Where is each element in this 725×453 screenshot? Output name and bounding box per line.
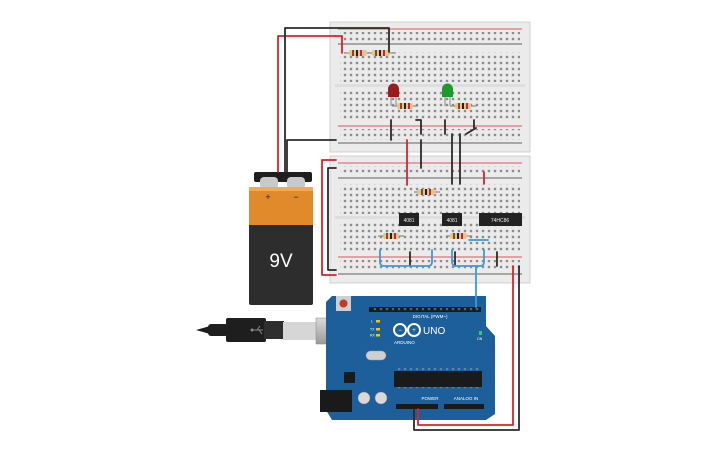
wire-interboard-black-4: [465, 127, 477, 135]
wire-rail-black-left: [327, 167, 337, 271]
reset-button[interactable]: [339, 299, 348, 308]
wire-battery-negative: [284, 27, 390, 173]
wire-blue-signal-3: [451, 249, 485, 267]
breadboard-top: [329, 21, 531, 153]
usb-icon: [250, 325, 263, 335]
chip-2: 4081: [442, 213, 462, 226]
tx-label: TX: [370, 328, 375, 332]
led-red: [388, 83, 399, 106]
wire-battery-positive: [277, 35, 337, 173]
arduino-uno: DIGITAL (PWM~) − + UNO ARDUINO TX RX L O…: [320, 296, 495, 420]
arduino-infinity-icon: − +: [393, 323, 421, 337]
l-label: L: [371, 320, 373, 324]
resistor-4: [450, 103, 476, 109]
wire-battery-negative-2: [286, 139, 337, 173]
rx-label: RX: [370, 334, 376, 338]
battery-minus-label: −: [293, 192, 298, 202]
wire-arduino-5v: [417, 265, 514, 426]
wire-blue-signal-1: [379, 249, 433, 267]
battery: + − 9V: [249, 172, 313, 305]
arduino-brand-label: ARDUINO: [394, 340, 415, 345]
wire-rail-red-left: [321, 159, 337, 276]
digital-header-label: DIGITAL (PWM~): [413, 314, 448, 319]
wire-jumper-3: [415, 119, 422, 135]
wire-arduino-gnd: [413, 265, 520, 431]
chip-2-label: 4081: [446, 218, 457, 224]
resistor-6: [378, 233, 404, 239]
wires: [277, 27, 520, 431]
analog-header-label: ANALOG IN: [454, 396, 479, 401]
wire-jumper-1: [335, 35, 343, 54]
resistor-2: [368, 50, 396, 56]
resistor-7: [446, 233, 472, 239]
chip-1-label: 4081: [403, 218, 414, 224]
power-header-label: POWER: [421, 396, 439, 401]
arduino-model-label: UNO: [423, 326, 445, 337]
svg-text:+: +: [412, 328, 416, 334]
chip-3: 74HC86: [479, 213, 522, 226]
chip-3-label: 74HC86: [491, 218, 510, 224]
led-green: [442, 83, 454, 106]
svg-text:−: −: [398, 328, 402, 334]
on-label: ON: [477, 337, 483, 341]
battery-voltage-label: 9V: [269, 251, 293, 272]
resistor-5: [414, 189, 440, 195]
battery-plus-label: +: [265, 192, 270, 202]
chip-1: 4081: [399, 213, 419, 226]
